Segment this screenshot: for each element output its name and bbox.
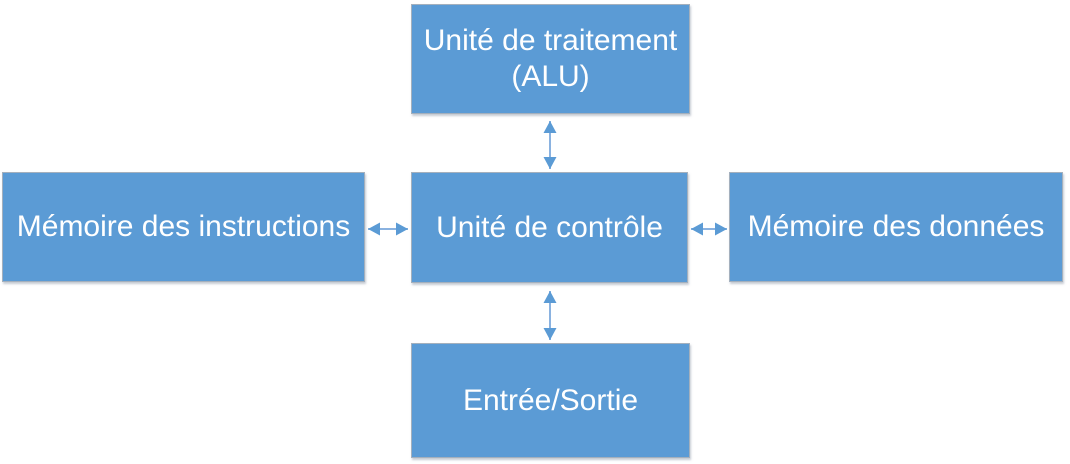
node-processing-unit-label: Unité de traitement (ALU) xyxy=(423,24,678,93)
node-control-unit-label: Unité de contrôle xyxy=(436,210,663,244)
node-input-output: Entrée/Sortie xyxy=(411,343,690,458)
node-control-unit: Unité de contrôle xyxy=(411,172,688,283)
node-input-output-label: Entrée/Sortie xyxy=(462,383,639,417)
node-data-memory: Mémoire des données xyxy=(729,172,1063,282)
node-processing-unit: Unité de traitement (ALU) xyxy=(411,4,690,114)
node-data-memory-label: Mémoire des données xyxy=(747,210,1045,243)
node-instruction-memory-label: Mémoire des instructions xyxy=(16,210,351,243)
node-instruction-memory: Mémoire des instructions xyxy=(2,172,365,282)
